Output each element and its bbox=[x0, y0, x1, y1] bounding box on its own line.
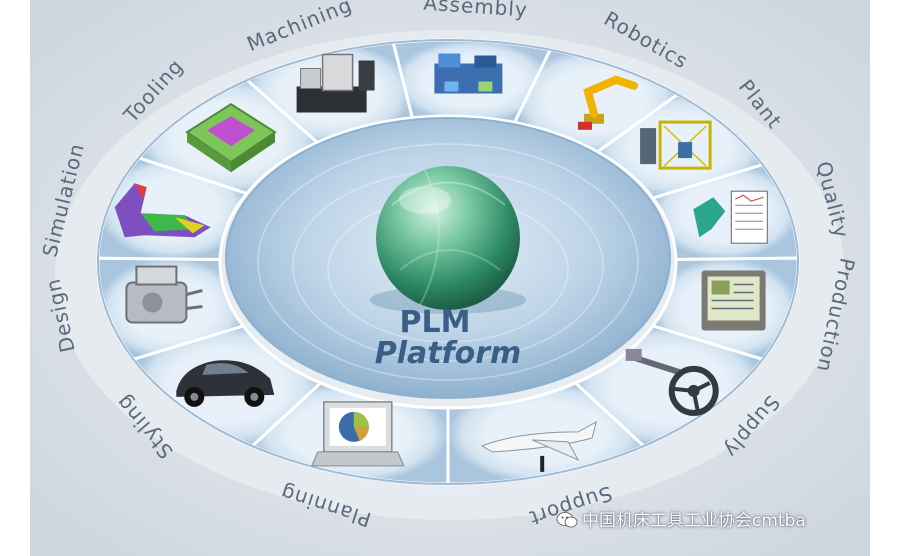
laptop-pie-chart-icon bbox=[311, 401, 405, 467]
tooling-die-icon bbox=[185, 103, 277, 173]
jet-aircraft-icon bbox=[481, 420, 597, 472]
cnc-machine-icon bbox=[296, 53, 375, 113]
engine-block-icon bbox=[125, 265, 203, 324]
fem-part-icon bbox=[114, 183, 211, 238]
ring-label-assembly: Assembly bbox=[423, 0, 529, 22]
center-title-line2: Platform bbox=[375, 336, 522, 371]
assembly-line-icon bbox=[434, 53, 503, 94]
plm-sphere-icon bbox=[370, 166, 526, 314]
watermark-text: 中国机床工具工业协会cmtba bbox=[582, 511, 806, 531]
quality-report-icon bbox=[693, 190, 768, 244]
center-title-line1: PLM bbox=[400, 305, 471, 340]
plant-cell-icon bbox=[640, 120, 712, 170]
robot-arm-icon bbox=[578, 75, 638, 130]
steering-assembly-icon bbox=[625, 348, 719, 416]
production-monitor-icon bbox=[701, 270, 766, 331]
sports-car-icon bbox=[176, 360, 275, 407]
wechat-icon bbox=[556, 512, 578, 528]
watermark: 中国机床工具工业协会cmtba bbox=[556, 506, 806, 531]
